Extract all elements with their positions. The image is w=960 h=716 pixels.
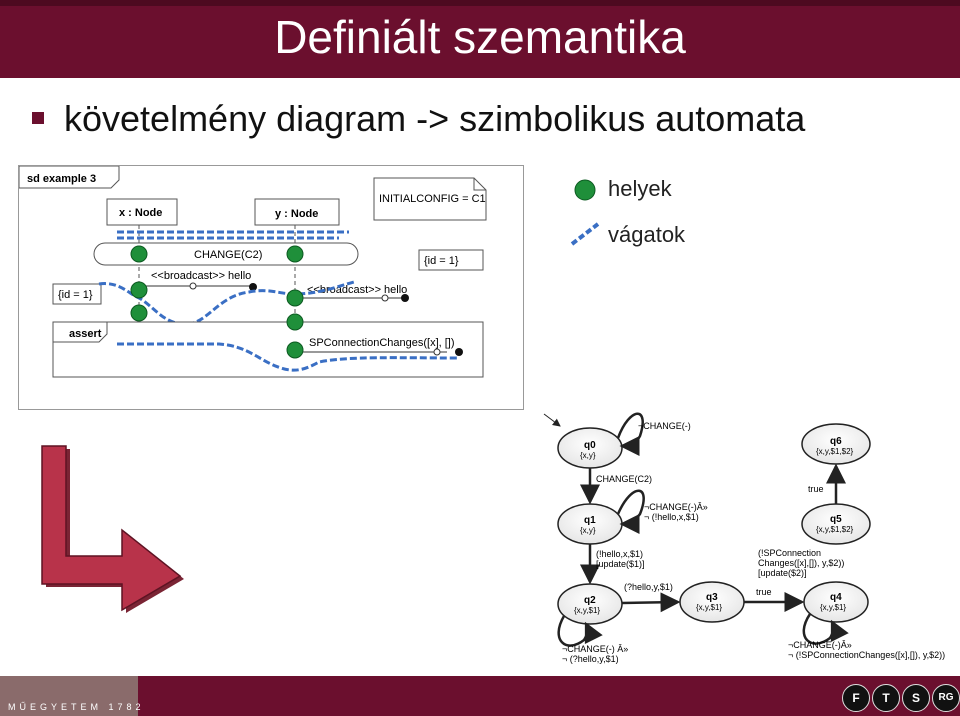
logo-f-icon: F bbox=[842, 684, 870, 712]
university-building-image bbox=[0, 676, 138, 716]
state-q4-vars: {x,y,$1} bbox=[820, 603, 846, 612]
lifeline-y-head bbox=[254, 198, 340, 226]
state-q3-name: q3 bbox=[706, 592, 718, 603]
place-dot bbox=[286, 341, 304, 359]
legend-cuts: vágatok bbox=[608, 222, 686, 247]
slide-title: Definiált szemantika bbox=[274, 11, 686, 63]
state-q0-vars: {x,y} bbox=[580, 451, 596, 460]
state-q6-name: q6 bbox=[830, 436, 842, 447]
label-q3-q4-b: Changes([x],[]), y,$2)) bbox=[758, 558, 844, 568]
broadcast-left-label: <<broadcast>> hello bbox=[151, 270, 251, 282]
legend-places: helyek bbox=[608, 176, 672, 201]
lifeline-x-label: x : Node bbox=[119, 207, 162, 219]
transition-q2-q3 bbox=[621, 592, 681, 613]
state-q1-name: q1 bbox=[584, 515, 596, 526]
label-q3-q4-a: (!SPConnection bbox=[758, 548, 821, 558]
cut-legend-icon bbox=[570, 222, 600, 246]
label-q1-q2-a: (!hello,x,$1) bbox=[596, 549, 643, 559]
university-name: MŰEGYETEM 1782 bbox=[8, 702, 145, 712]
state-q4-name: q4 bbox=[830, 592, 842, 603]
label-q2-q3: (?hello,y,$1) bbox=[624, 582, 673, 592]
sequence-diagram-svg: sd example 3 x : Node y : Node INITIALCO… bbox=[18, 165, 487, 378]
broadcast-right-endpoint bbox=[401, 294, 409, 302]
place-dot bbox=[286, 245, 304, 263]
place-dot bbox=[130, 304, 148, 322]
state-q5-vars: {x,y,$1,$2} bbox=[816, 525, 854, 534]
symbolic-automaton: q0 {x,y} q1 {x,y} q2 {x,y,$1} q3 {x,y,$1… bbox=[543, 412, 945, 664]
label-q2-loop-b: ¬ (?hello,y,$1) bbox=[562, 654, 619, 664]
label-q0-loop: ¬CHANGE(-) bbox=[638, 421, 691, 431]
change-label: CHANGE(C2) bbox=[194, 249, 262, 261]
transition-q1-loop bbox=[616, 489, 645, 534]
label-q0-q1: CHANGE(C2) bbox=[596, 474, 652, 484]
logo-t-icon: T bbox=[872, 684, 900, 712]
frame-label-box bbox=[18, 165, 120, 189]
sp-label: SPConnectionChanges([x], []) bbox=[309, 337, 455, 349]
broadcast-left-endpoint bbox=[249, 283, 257, 291]
state-q2-name: q2 bbox=[584, 595, 596, 606]
constraint-left-label: {id = 1} bbox=[58, 289, 93, 301]
cut-line-top bbox=[117, 230, 349, 240]
cut-line-assert bbox=[117, 342, 460, 372]
frame-label: sd example 3 bbox=[27, 173, 96, 185]
logo-s-icon: S bbox=[902, 684, 930, 712]
state-q5-name: q5 bbox=[830, 514, 842, 525]
assert-label: assert bbox=[69, 328, 102, 340]
footer-bar: MŰEGYETEM 1782 bbox=[0, 676, 960, 716]
config-note bbox=[373, 177, 487, 221]
slide-subtitle: követelmény diagram -> szimbolikus autom… bbox=[64, 98, 806, 139]
state-q2-vars: {x,y,$1} bbox=[574, 606, 600, 615]
transition-q2-loop bbox=[557, 615, 603, 647]
label-q1-q2-b: [update($1)] bbox=[596, 559, 645, 569]
place-dot bbox=[286, 313, 304, 331]
title-accent bbox=[0, 0, 960, 6]
sp-endpoint bbox=[455, 348, 463, 356]
sequence-diagram: sd example 3 x : Node y : Node INITIALCO… bbox=[18, 165, 524, 410]
legend-icons bbox=[570, 179, 600, 246]
transform-arrow-icon bbox=[41, 445, 184, 613]
place-dot bbox=[130, 245, 148, 263]
constraint-right-label: {id = 1} bbox=[424, 255, 459, 267]
assert-label-box bbox=[52, 321, 108, 343]
constraint-right-note bbox=[418, 249, 484, 271]
state-q6-vars: {x,y,$1,$2} bbox=[816, 447, 854, 456]
assert-frame bbox=[52, 321, 484, 378]
constraint-left-note bbox=[52, 283, 102, 305]
label-q4-loop-a: ¬CHANGE(-)Â» bbox=[788, 640, 852, 650]
logo-rg-icon: RG bbox=[932, 684, 960, 712]
bullet-square-icon bbox=[32, 112, 44, 124]
place-dot bbox=[130, 281, 148, 299]
lifeline-y-label: y : Node bbox=[275, 208, 318, 220]
label-q2-loop-a: ¬CHANGE(-) Â» bbox=[562, 644, 628, 654]
transition-q0-loop bbox=[616, 412, 644, 456]
label-q3-q4-c: [update($2)] bbox=[758, 568, 807, 578]
label-q3-q4-true: true bbox=[756, 587, 772, 597]
label-q1-loop-b: ¬ (!hello,x,$1) bbox=[644, 512, 699, 522]
state-q3-vars: {x,y,$1} bbox=[696, 603, 722, 612]
state-q0-name: q0 bbox=[584, 440, 596, 451]
config-note-label: INITIALCONFIG = C1 bbox=[379, 193, 486, 205]
place-legend-icon bbox=[574, 179, 596, 201]
title-bar: Definiált szemantika bbox=[0, 0, 960, 78]
label-q4-loop-b: ¬ (!SPConnectionChanges([x],[]), y,$2)) bbox=[788, 650, 945, 660]
label-q1-loop-a: ¬CHANGE(-)Â» bbox=[644, 502, 708, 512]
lifeline-x-head bbox=[106, 198, 178, 226]
state-q1-vars: {x,y} bbox=[580, 526, 596, 535]
label-q5-q6-true: true bbox=[808, 484, 824, 494]
transition-q4-loop bbox=[802, 613, 849, 645]
place-dot bbox=[286, 289, 304, 307]
